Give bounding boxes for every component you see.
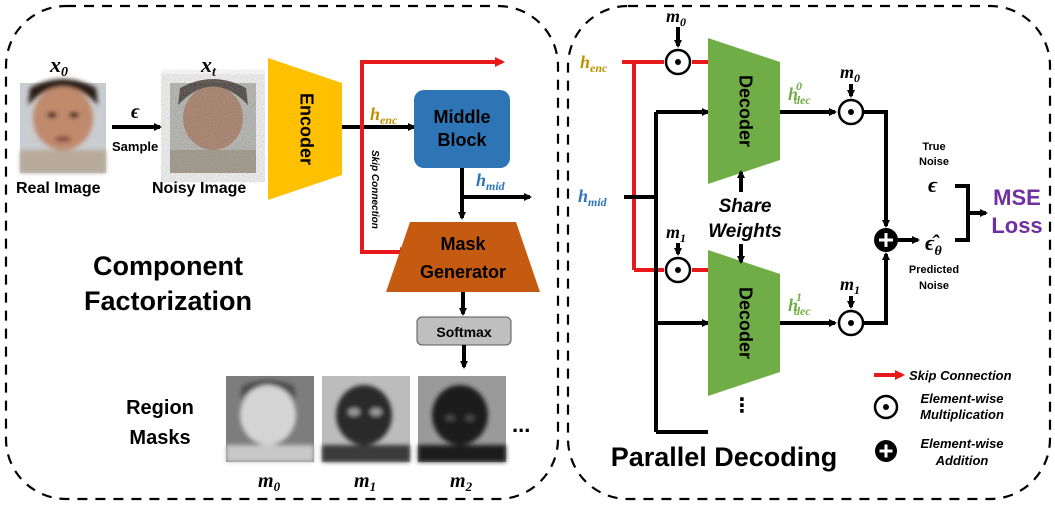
- true-noise-label-1: True: [922, 141, 945, 153]
- mult1-to-adder-line: [863, 252, 890, 325]
- multiply-node-m0-dec: [837, 98, 865, 126]
- legend-multiply-icon: [873, 394, 899, 420]
- skip-connection-label: Skip Connection: [369, 150, 380, 229]
- decoder-0-label: Decoder: [735, 75, 755, 147]
- h-mid-label: hmid: [476, 170, 506, 193]
- legend-multiply-label-1: Element-wise: [920, 391, 1003, 406]
- softmax-label: Softmax: [436, 324, 491, 340]
- true-noise-label-2: Noise: [919, 156, 949, 168]
- mask-image-m2: [418, 376, 506, 462]
- multiply-node-m1-dec: [837, 309, 865, 337]
- left-title-line-2: Factorization: [84, 286, 252, 316]
- mult0-to-adder-line: [863, 110, 890, 228]
- noisy-image-label: Noisy Image: [152, 180, 246, 197]
- decoder-1-block: [708, 250, 780, 396]
- encoder-label: Encoder: [296, 93, 316, 165]
- mask-generator-label-2: Generator: [420, 262, 506, 282]
- predicted-noise-symbol: ϵ̂θ: [925, 230, 942, 259]
- right-m1-right-label: m1: [840, 274, 860, 297]
- right-h-enc-label: henc: [580, 52, 608, 75]
- legend-addition-label-2: Addition: [935, 453, 989, 468]
- x0-label: x0: [49, 52, 68, 80]
- addition-node: [874, 228, 898, 252]
- legend-multiply-label-2: Multiplication: [920, 407, 1004, 422]
- share-weights-label-1: Share: [719, 196, 772, 217]
- region-masks-label-1: Region: [126, 397, 194, 419]
- decoder-1-label: Decoder: [735, 287, 755, 359]
- predicted-noise-label-1: Predicted: [909, 264, 959, 276]
- region-masks-label-2: Masks: [129, 427, 190, 449]
- multiply-node-m0-enc: [664, 48, 692, 76]
- loss-bracket: [955, 184, 970, 242]
- right-m0-right-label: m0: [840, 62, 860, 85]
- mask-m1-label: m1: [354, 470, 376, 494]
- more-decoders-ellipsis: ⋮: [732, 395, 752, 417]
- predicted-noise-label-2: Noise: [919, 280, 949, 292]
- mask-m2-label: m2: [450, 470, 473, 494]
- right-h-mid-label: hmid: [578, 186, 608, 209]
- sample-label: Sample: [112, 139, 158, 154]
- middle-block-label-2: Block: [437, 130, 487, 150]
- right-title: Parallel Decoding: [611, 442, 838, 472]
- share-weights-label-2: Weights: [708, 221, 782, 242]
- mse-label-2: Loss: [991, 213, 1042, 238]
- right-panel-frame: [566, 4, 1052, 501]
- right-m1-left-label: m1: [666, 222, 686, 245]
- real-image-label: Real Image: [16, 180, 101, 197]
- true-noise-symbol: ϵ: [928, 172, 938, 197]
- mask-m0-label: m0: [258, 470, 281, 494]
- mse-label-1: MSE: [993, 185, 1041, 210]
- mask-generator-block: [386, 222, 540, 292]
- multiply-node-m1-enc: [664, 256, 692, 284]
- skip-connection-top-arrow: [360, 57, 505, 127]
- right-m0-top-label: m0: [666, 6, 686, 29]
- epsilon-symbol: ϵ: [131, 101, 140, 123]
- encoder-block: [268, 58, 342, 200]
- middle-block: [414, 90, 510, 168]
- xt-label: xt: [200, 52, 217, 80]
- decoder-0-block: [708, 38, 780, 184]
- middle-block-label-1: Middle: [434, 107, 491, 127]
- real-image-thumbnail: [20, 79, 106, 173]
- legend-addition-label-1: Element-wise: [920, 436, 1003, 451]
- mask-image-m1: [322, 376, 410, 462]
- noisy-image-thumbnail: [170, 79, 256, 173]
- mask-image-m0: [226, 376, 314, 462]
- mask-generator-label-1: Mask: [440, 234, 486, 254]
- h-enc-label: henc: [370, 104, 398, 127]
- legend-addition-icon: [875, 440, 897, 462]
- legend-skip-label: Skip Connection: [909, 368, 1012, 383]
- left-title-line-1: Component: [93, 251, 243, 281]
- skip-connection-down-arrow: [360, 127, 410, 257]
- more-masks-ellipsis: ...: [512, 412, 530, 437]
- left-panel-frame: [4, 4, 560, 501]
